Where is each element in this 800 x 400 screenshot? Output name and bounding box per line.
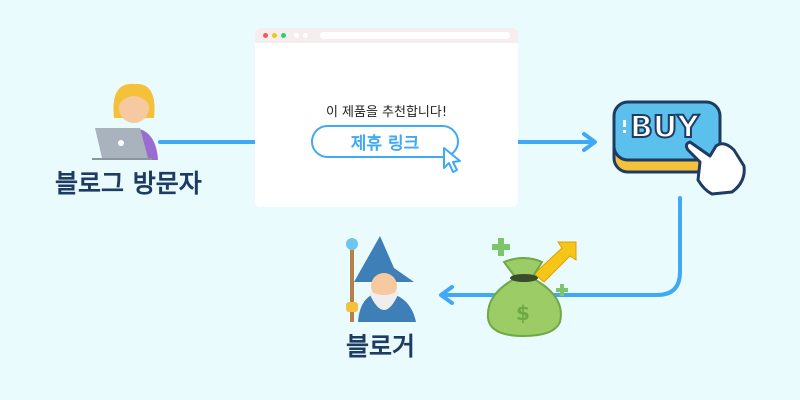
affiliate-link-label: 제휴 링크	[350, 134, 420, 154]
cursor-icon	[443, 147, 461, 173]
minimize-dot-icon	[272, 33, 277, 38]
maximize-dot-icon	[281, 33, 286, 38]
person-with-laptop-icon	[92, 83, 158, 160]
forward-icon[interactable]	[303, 33, 308, 38]
wizard-icon	[346, 236, 416, 322]
recommend-text: 이 제품을 추천합니다!	[325, 105, 448, 120]
browser-window: 이 제품을 추천합니다! 제휴 링크	[255, 28, 518, 207]
money-bag-growth-icon: $	[486, 238, 577, 338]
address-bar[interactable]	[320, 32, 510, 39]
visitor-label: 블로그 방문자	[55, 169, 202, 198]
affiliate-link-button[interactable]: 제휴 링크	[311, 125, 459, 158]
svg-text:$: $	[516, 301, 530, 325]
browser-toolbar	[255, 28, 518, 43]
back-icon[interactable]	[294, 33, 299, 38]
close-dot-icon	[263, 33, 268, 38]
blogger-label: 블로거	[346, 332, 416, 361]
buy-label: BUY	[629, 109, 700, 146]
buy-button-with-hand-icon: BUY	[612, 100, 746, 196]
